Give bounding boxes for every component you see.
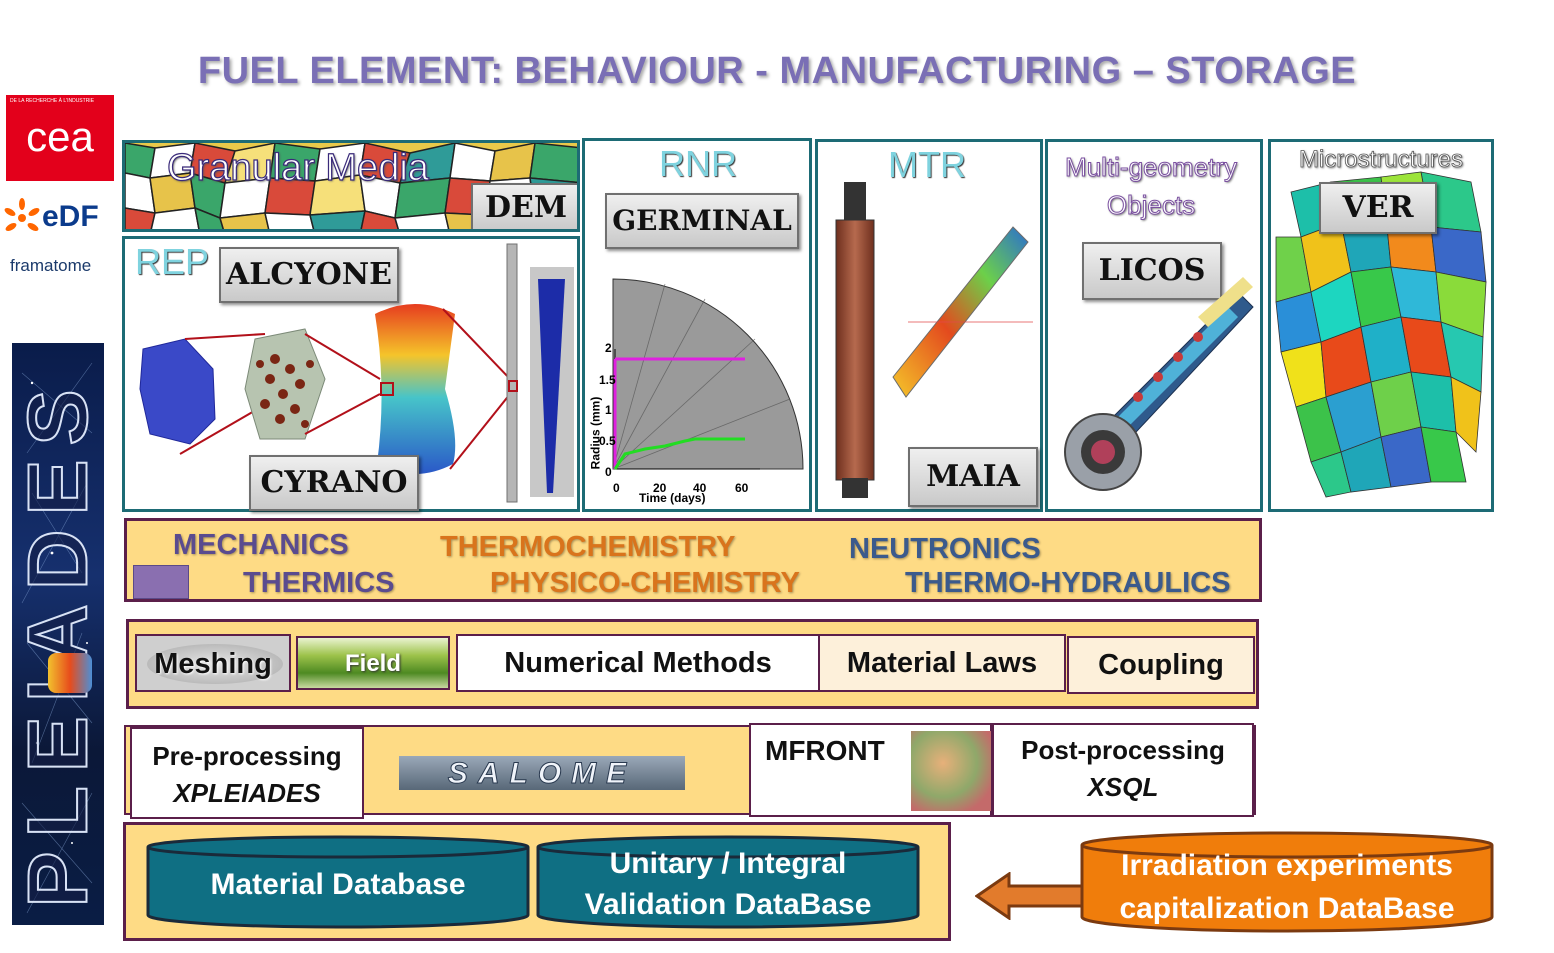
rnr-ylabel: Radius (mm) [588,396,603,470]
rnr-label: RNR [659,143,737,184]
database-cylinder-icon [536,835,920,929]
database-band: Material Database Unitary / Integral Val… [123,822,951,941]
material-database[interactable]: Material Database [146,835,530,929]
cea-logo-text: cea [26,113,94,160]
coupling-box[interactable]: Coupling [1067,636,1255,694]
validation-database-label-1: Unitary / Integral [609,847,847,880]
licos-button[interactable]: LICOS [1082,242,1222,300]
mfront-diagram-icon [911,731,991,811]
page-title: FUEL ELEMENT: BEHAVIOUR - MANUFACTURING … [197,50,1357,92]
mtr-panel: MTR MAIA [815,139,1043,512]
edf-logo: eDF [2,196,122,240]
rnr-xtick-60: 60 [735,481,749,495]
rep-illustration [139,243,574,503]
multi-geometry-label-2: Objects [1106,190,1196,221]
rnr-chart [612,278,804,470]
post-processing-box[interactable]: Post-processing XSQL [992,723,1254,817]
post-processing-label: Post-processing [1021,735,1225,765]
rnr-ytick-2: 2 [605,341,612,355]
irradiation-database[interactable]: Irradiation experiments capitalization D… [1080,831,1494,933]
mechanics-label: MECHANICS [173,529,349,561]
rep-panel: REP ALCYONE CYRANO [122,236,580,512]
rnr-xtick-40: 40 [693,481,707,495]
meshing-label: Meshing [154,648,272,680]
mtr-illustration [835,182,1033,498]
rnr-panel: RNR GERMINAL 2 1.5 1 0.5 0 Radius (mm) 0… [582,138,812,512]
processing-band: Pre-processing XPLEIADES SALOME MFRONT P… [124,723,1256,819]
irradiation-database-label-1: Irradiation experiments [1121,849,1453,882]
left-arrow-icon [975,872,1085,920]
xsql-label: XSQL [1087,772,1159,802]
physics-band: MECHANICS THERMICS THERMOCHEMISTRY PHYSI… [124,518,1262,602]
cea-logo: DE LA RECHERCHE À L'INDUSTRIE cea [6,95,114,181]
database-cylinder-icon [1080,831,1494,933]
mfront-box[interactable]: MFRONT [749,723,992,817]
rnr-xlabel: Time (days) [639,491,706,505]
thermics-label: THERMICS [243,567,395,599]
rnr-xtick-20: 20 [653,481,667,495]
rep-label: REP [135,241,210,282]
database-cylinder-icon [146,835,530,929]
pleiades-banner: PLEIADES [12,343,104,925]
rnr-ytick-1-5: 1.5 [599,373,616,387]
validation-database[interactable]: Unitary / Integral Validation DataBase [536,835,920,929]
granular-media-panel: Granular Media DEM [122,140,580,232]
neutronics-label: NEUTRONICS [849,533,1041,565]
field-label: Field [344,650,401,677]
validation-database-label-2: Validation DataBase [584,888,872,921]
pleiades-text: PLEIADES [12,374,104,908]
microstructures-label: Microstructures [1298,146,1464,174]
licos-illustration [1064,277,1254,491]
multi-geometry-label-1: Multi-geometry [1065,152,1238,183]
framatome-logo: framatome [10,256,92,275]
salome-logo: SALOME [399,756,685,791]
field-box[interactable]: Field [296,636,450,690]
fuel-rod-icon [48,653,92,693]
microstructures-panel: Microstructures VER [1268,139,1494,512]
xpleiades-label: XPLEIADES [173,778,321,808]
irradiation-database-label-2: capitalization DataBase [1119,892,1455,925]
rnr-ytick-0: 0 [605,465,612,479]
mtr-label: MTR [888,144,966,185]
cast3m-icon [133,565,189,599]
granular-media-label: Granular Media [166,146,429,189]
germinal-button[interactable]: GERMINAL [605,193,799,249]
rnr-xtick-0: 0 [613,481,620,495]
maia-button[interactable]: MAIA [908,447,1038,507]
edf-logo-text: eDF [42,200,99,233]
multi-geometry-panel: Multi-geometry Objects LICOS [1045,139,1263,512]
alcyone-button[interactable]: ALCYONE [219,247,399,303]
rnr-ytick-0-5: 0.5 [599,434,616,448]
edf-sun-icon [4,198,40,231]
material-laws-box[interactable]: Material Laws [818,634,1066,692]
pre-processing-label: Pre-processing [152,741,342,771]
ver-button[interactable]: VER [1319,182,1437,234]
material-laws-label: Material Laws [846,647,1038,679]
cea-logo-small: DE LA RECHERCHE À L'INDUSTRIE [10,98,95,104]
thermochemistry-label: THERMOCHEMISTRY [440,531,736,563]
rnr-ytick-1: 1 [605,403,612,417]
meshing-box[interactable]: Meshing [135,634,291,692]
numerical-methods-label: Numerical Methods [504,647,772,679]
tools-band: Meshing Field Numerical Methods Material… [126,619,1259,709]
dem-button[interactable]: DEM [471,183,577,229]
thermo-hydraulics-label: THERMO-HYDRAULICS [905,567,1231,599]
physico-chemistry-label: PHYSICO-CHEMISTRY [490,567,800,599]
pre-processing-box[interactable]: Pre-processing XPLEIADES [130,727,364,819]
coupling-label: Coupling [1098,649,1224,681]
mfront-label: MFRONT [765,735,885,766]
meshing-ellipse-icon [147,644,283,684]
numerical-methods-box[interactable]: Numerical Methods [456,634,820,692]
material-database-label: Material Database [210,868,466,901]
salome-label: SALOME [447,757,637,791]
cyrano-button[interactable]: CYRANO [249,455,419,511]
